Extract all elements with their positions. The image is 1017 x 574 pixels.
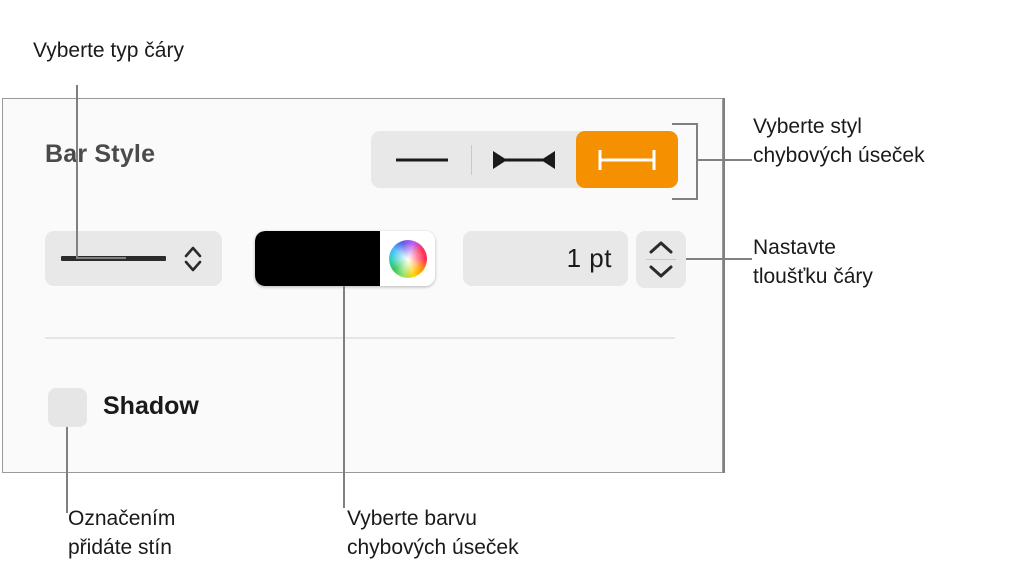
callout-bar-style: Vyberte styl chybových úseček: [753, 115, 925, 167]
segment-divider: [471, 145, 472, 175]
shadow-checkbox[interactable]: [48, 388, 87, 427]
shadow-label: Shadow: [103, 392, 199, 420]
color-wheel-icon: [388, 239, 427, 278]
leader-line-type-vertical: [76, 85, 78, 258]
bar-style-segmented-control[interactable]: [371, 131, 678, 188]
leader-thickness-horizontal: [686, 258, 752, 260]
line-thickness-field[interactable]: 1 pt: [463, 231, 628, 286]
leader-line-type-horizontal: [76, 257, 126, 259]
segment-plain-line[interactable]: [371, 131, 473, 188]
leader-shadow-vertical: [66, 427, 68, 513]
callout-line-type: Vyberte typ čáry: [33, 39, 184, 62]
t-caps-icon: [598, 149, 656, 170]
leader-color-vertical: [343, 286, 345, 508]
leader-bar-style-bracket: [672, 123, 698, 200]
callout-color: Vyberte barvu chybových úseček: [347, 507, 519, 559]
callout-thickness: Nastavte tloušťku čáry: [753, 236, 873, 288]
arrow-caps-icon: [493, 150, 556, 169]
stepper-divider: [646, 259, 676, 260]
error-bar-color-control[interactable]: [255, 231, 435, 286]
line-thickness-stepper[interactable]: [636, 231, 686, 288]
section-divider: [45, 337, 675, 339]
segment-arrow-caps[interactable]: [473, 131, 575, 188]
chevron-down-icon[interactable]: [646, 263, 676, 279]
panel-right-edge-guide: [723, 98, 725, 473]
page-title: Bar Style: [45, 140, 156, 168]
segment-t-caps[interactable]: [575, 131, 678, 188]
color-wheel-button[interactable]: [380, 231, 435, 286]
chevron-up-down-icon: [184, 246, 202, 271]
callout-shadow: Označením přidáte stín: [68, 507, 176, 559]
chevron-up-icon[interactable]: [646, 240, 676, 256]
line-thickness-value: 1 pt: [566, 243, 612, 273]
color-swatch[interactable]: [255, 231, 380, 286]
line-style-popup-button[interactable]: [45, 231, 222, 286]
line-icon: [396, 158, 449, 161]
